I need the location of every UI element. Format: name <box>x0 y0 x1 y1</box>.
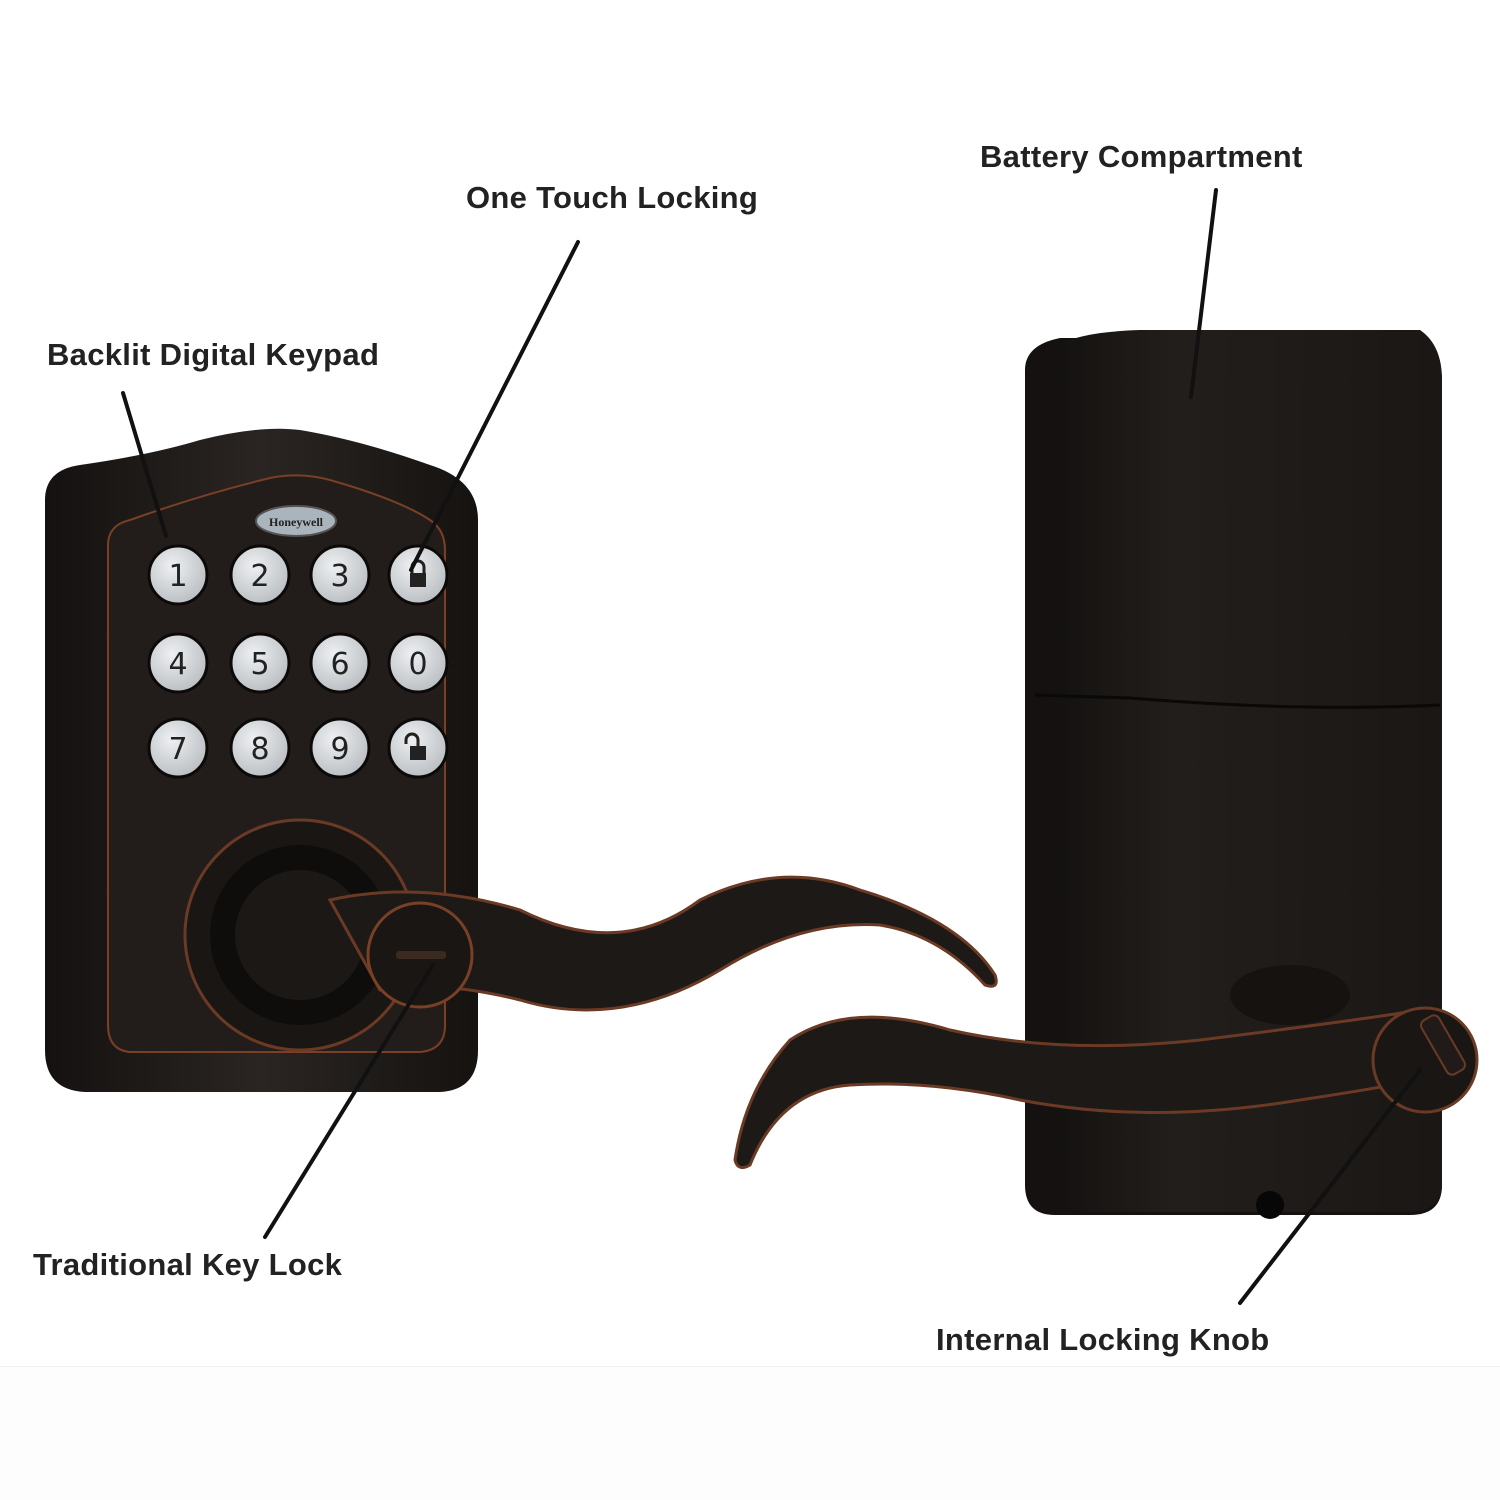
callout-line-one-touch <box>409 240 580 572</box>
label-internal-locking-knob: Internal Locking Knob <box>936 1322 1270 1357</box>
bottom-band <box>0 1366 1500 1500</box>
callout-line-battery <box>1189 188 1218 399</box>
keypad-key-label: 2 <box>250 559 269 594</box>
label-one-touch-locking: One Touch Locking <box>466 180 759 215</box>
keypad-key-label: 5 <box>250 647 269 682</box>
keypad-key-5: 5 <box>229 632 291 694</box>
locking-knob <box>1371 1006 1479 1114</box>
unlock-icon <box>404 732 426 760</box>
keypad-key-9: 9 <box>309 717 371 779</box>
keypad-key-4: 4 <box>147 632 209 694</box>
keypad-key-label: 7 <box>168 732 187 767</box>
keypad-key-label: 6 <box>330 647 349 682</box>
keypad-key-unlock <box>387 717 449 779</box>
honeywell-logo-text: Honeywell <box>269 515 324 529</box>
keypad-key-0: 0 <box>387 632 449 694</box>
interior-unit <box>733 330 1479 1219</box>
label-traditional-key-lock: Traditional Key Lock <box>33 1247 343 1282</box>
keypad-key-label: 0 <box>408 647 427 682</box>
honeywell-logo <box>255 505 337 537</box>
keypad-key-label: 8 <box>250 732 269 767</box>
callout-line-keypad <box>121 391 168 538</box>
keypad-key-label: 1 <box>168 559 187 594</box>
keypad-key-label: 9 <box>330 732 349 767</box>
keypad-key-label: 4 <box>168 647 187 682</box>
label-backlit-keypad: Backlit Digital Keypad <box>47 337 380 372</box>
keypad-key-6: 6 <box>309 632 371 694</box>
keypad-key-1: 1 <box>147 544 209 606</box>
keypad-key-7: 7 <box>147 717 209 779</box>
callout-lines <box>121 188 1422 1305</box>
callout-line-key-lock <box>263 963 435 1239</box>
label-battery-compartment: Battery Compartment <box>980 139 1303 174</box>
keypad-key-3: 3 <box>309 544 371 606</box>
keypad-key-8: 8 <box>229 717 291 779</box>
keypad-key-2: 2 <box>229 544 291 606</box>
keypad-unit: Honeywell 1 2 3 4 5 6 0 7 8 9 <box>45 428 998 1092</box>
keypad-key-label: 3 <box>330 559 349 594</box>
keypad-key-lock <box>387 544 449 606</box>
callout-line-knob <box>1238 1068 1422 1305</box>
